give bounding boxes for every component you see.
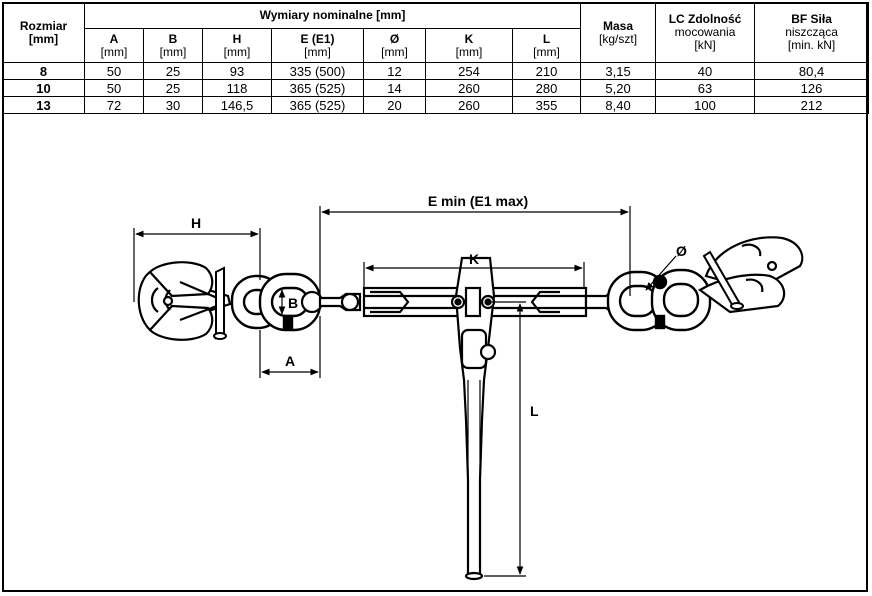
- label-h: H: [191, 215, 201, 231]
- header-k: K[mm]: [425, 28, 513, 63]
- cell-bf: 212: [754, 96, 870, 114]
- cell-e: 365 (525): [271, 79, 364, 97]
- label-k: K: [469, 251, 479, 267]
- cell-h: 146,5: [202, 96, 272, 114]
- cell-l: 355: [511, 96, 582, 114]
- right-safety-pin: [702, 250, 744, 310]
- left-safety-pin: [213, 266, 227, 340]
- dimension-diameter: [645, 255, 677, 291]
- header-l: L[mm]: [511, 28, 582, 63]
- spec-table: Rozmiar[mm] Wymiary nominalne [mm] Masa[…: [2, 2, 870, 114]
- cell-l: 210: [511, 62, 582, 80]
- left-grab-hook: [137, 261, 232, 341]
- cell-e: 335 (500): [271, 62, 364, 80]
- cell-mass: 8,40: [580, 96, 657, 114]
- label-b: B: [288, 295, 298, 311]
- left-eye-bolt: [300, 290, 362, 314]
- label-l: L: [530, 403, 539, 419]
- cell-lc: 100: [655, 96, 756, 114]
- table-row: 8 50 25 93 335 (500) 12 254 210 3,15 40 …: [2, 62, 870, 80]
- header-d: Ø[mm]: [363, 28, 426, 63]
- dimension-k: [363, 262, 585, 288]
- dimension-a: [259, 316, 321, 378]
- cell-e: 365 (525): [271, 96, 364, 114]
- table-row: 13 72 30 146,5 365 (525) 20 260 355 8,40…: [2, 96, 870, 114]
- label-diameter: Ø: [676, 243, 687, 259]
- header-size: Rozmiar[mm]: [2, 2, 85, 63]
- table-row: 10 50 25 118 365 (525) 14 260 280 5,20 6…: [2, 79, 870, 97]
- cell-d: 20: [363, 96, 426, 114]
- label-a: A: [285, 353, 295, 369]
- dimension-e: [319, 206, 631, 296]
- header-nominal-dimensions: Wymiary nominalne [mm]: [83, 2, 582, 29]
- cell-a: 72: [84, 96, 144, 114]
- dimension-l: [484, 301, 526, 577]
- label-e: E min (E1 max): [428, 193, 528, 209]
- tensioner-handle: [450, 256, 497, 581]
- dimension-h: [133, 228, 261, 302]
